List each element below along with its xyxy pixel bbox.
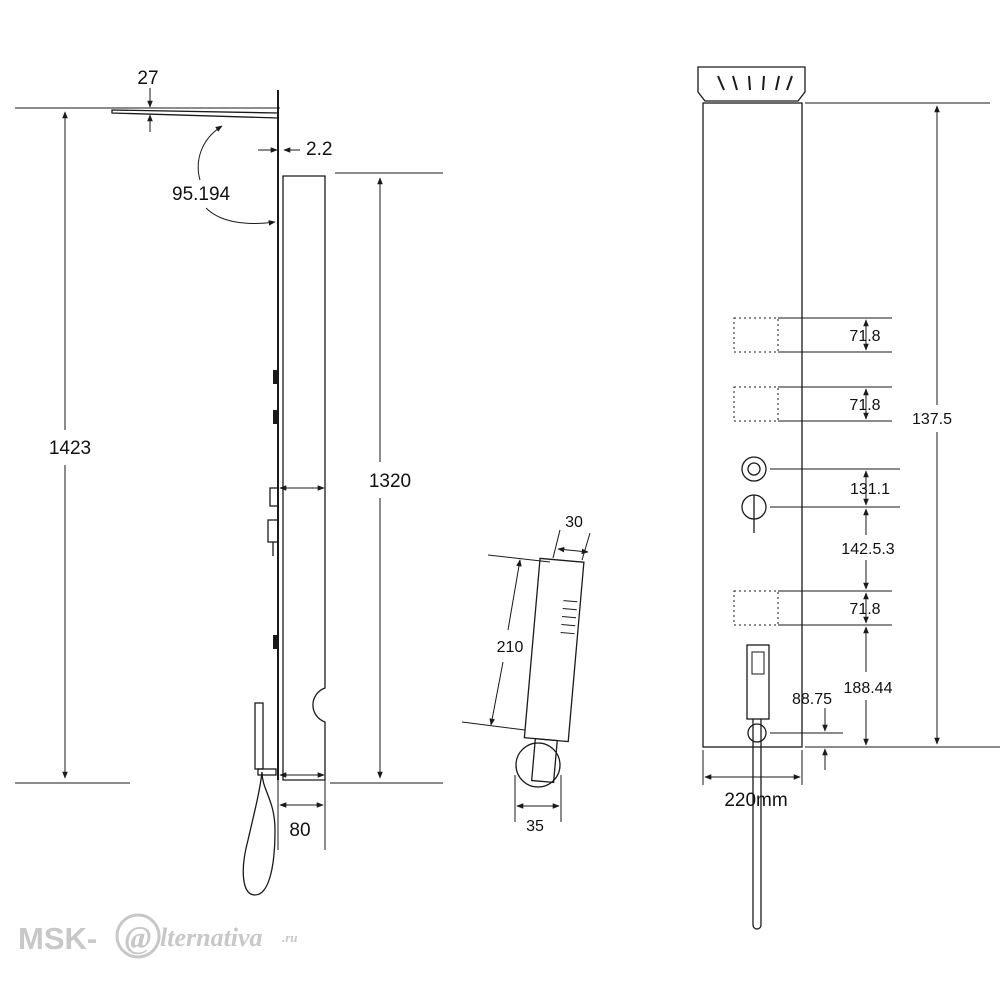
hand-shower-nozzle-1	[563, 600, 578, 603]
head-shower-arm	[111, 109, 279, 119]
hand-shower-neck	[530, 737, 558, 784]
dim-jets-3-label: 71.8	[849, 601, 880, 618]
dim-30-label: 30	[565, 514, 583, 531]
diverter-knob-outer	[741, 456, 767, 482]
dim-210-ext-bottom	[461, 721, 526, 731]
head-shower-spray-icon	[717, 75, 793, 91]
front-hose-outlet	[747, 723, 767, 743]
dim-angle-arc-bottom	[205, 207, 276, 226]
front-view: 71.8 71.8 131.1 142.5.3 71.8 188.44 88.7…	[697, 66, 1000, 930]
side-view: 27 2.2 95.194 1423 1320 80	[15, 68, 443, 896]
dim-210-arrow-bottom	[489, 661, 504, 726]
dim-1320-label: 1320	[369, 471, 411, 492]
side-hose	[242, 771, 276, 896]
dim-210-arrow-top	[507, 559, 522, 631]
side-hand-shower	[254, 702, 264, 770]
front-hand-shower-face	[751, 651, 765, 675]
watermark-right: lternativa	[160, 923, 263, 952]
dim-knob-to-jets-label: 142.5.3	[841, 541, 894, 558]
dim-angle-label: 95.194	[172, 184, 231, 205]
front-hose	[752, 719, 762, 930]
watermark-suffix: .ru	[282, 930, 298, 945]
front-hand-shower	[746, 644, 770, 720]
dim-angle-arc-top	[197, 125, 223, 181]
side-knob	[267, 519, 279, 543]
hand-shower-nozzle-3	[562, 616, 577, 619]
dim-30-line	[557, 546, 589, 555]
side-hose-connector	[257, 768, 277, 776]
dim-35-label: 35	[526, 818, 544, 835]
watermark-mark-circle	[115, 913, 161, 959]
side-panel-body	[282, 175, 326, 781]
watermark-mark: @	[125, 919, 152, 955]
hand-shower-nozzle-4	[561, 623, 576, 627]
watermark-left: MSK-	[18, 921, 97, 956]
body-jets-3	[733, 590, 779, 626]
dim-30-ext-right	[581, 532, 591, 561]
hand-shower-body	[523, 557, 585, 743]
side-jet-mark-3	[273, 635, 278, 649]
side-jet-mark-1	[273, 370, 278, 384]
dim-27-label: 27	[137, 68, 158, 89]
dim-outlet-label: 88.75	[792, 691, 832, 708]
dim-30-ext-left	[552, 529, 561, 559]
dim-80-label: 80	[289, 820, 310, 841]
side-jet-mark-2	[273, 410, 278, 424]
hand-shower-detail: 30 210 35	[461, 514, 591, 835]
dim-width-label: 220mm	[724, 790, 787, 811]
dim-210-ext-top	[487, 554, 551, 563]
dim-210-label: 210	[497, 639, 524, 656]
dim-2-2-label: 2.2	[306, 139, 332, 160]
dim-knob-gap-label: 131.1	[850, 481, 890, 498]
body-jets-2	[733, 386, 779, 422]
diverter-knob-inner	[747, 462, 761, 476]
hand-shower-nozzle-2	[562, 608, 577, 611]
hand-shower-holder	[515, 742, 561, 788]
dim-jets-2-label: 71.8	[849, 397, 880, 414]
dim-1423-label: 1423	[49, 438, 91, 459]
watermark-logo: MSK- @ lternativa .ru	[18, 913, 298, 959]
side-diverter	[269, 487, 279, 507]
head-shower	[697, 66, 806, 102]
front-panel-body	[702, 102, 803, 748]
dim-height-label: 137.5	[912, 411, 952, 428]
dim-jets-1-label: 71.8	[849, 328, 880, 345]
hand-shower-nozzle-5	[560, 631, 575, 635]
dim-bottom-to-jets-label: 188.44	[844, 680, 893, 697]
body-jets-1	[733, 317, 779, 353]
